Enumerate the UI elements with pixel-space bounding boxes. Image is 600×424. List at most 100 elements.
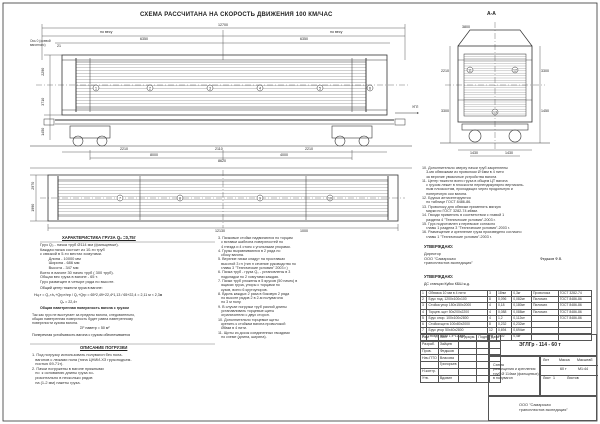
drawing-title: СХЕМА РАССЧИТАНА НА СКОРОСТЬ ДВИЖЕНИЯ 10… — [140, 12, 333, 18]
end-dim-3: 1450 — [541, 109, 549, 113]
end-dim-4: 2210 — [441, 69, 449, 73]
marker-label: 2 — [149, 86, 151, 90]
marker-label: 5 — [319, 86, 321, 90]
stamp-cell — [457, 340, 478, 349]
mid-dim-3: 2210 — [305, 147, 313, 151]
mass-value: 60 т — [560, 367, 567, 371]
marker-label: 7 — [119, 196, 121, 200]
stamp-cell — [437, 367, 459, 376]
stamp-cell: Нач.ПТО — [420, 354, 439, 363]
stamp-cell: Вдовин — [437, 374, 459, 383]
approval-2-body: ДС станции Куйск КБШ ж.д. — [424, 282, 470, 286]
approval-1-heading: УТВЕРЖДАЮ: — [424, 244, 454, 249]
mid-dim-2: 2110 — [215, 147, 223, 151]
marker-label: 10 — [328, 196, 332, 200]
end-dim-5: 3300 — [441, 109, 449, 113]
document-code: ЭГЛГр - 114 - 60 т — [519, 342, 561, 348]
stamp-cell: Зайцев — [437, 340, 459, 349]
dim-upper-right: 6350 — [300, 37, 308, 41]
stamp-cell: Федьков — [437, 347, 459, 356]
marker-circle — [466, 66, 474, 74]
wind-heading: Общая наветренная поверхность вагона с г… — [40, 306, 129, 310]
marker-circle — [511, 66, 519, 74]
overall-length-dim: 12700 — [218, 23, 228, 27]
sheet-label: Лист — [543, 376, 551, 380]
marker-circle — [116, 194, 124, 202]
cargo-heading: ХАРАКТЕРИСТИКА ГРУЗА Q₀ =0,75т — [62, 235, 136, 240]
approval-2-heading: УТВЕРЖДАЮ: — [424, 274, 454, 279]
marker-label: 11 — [468, 68, 472, 72]
instructions-col-1: 3. Пачковые стойки надвигаются по торцам… — [218, 236, 298, 339]
angle-label: УГЛ — [412, 105, 419, 109]
marker-label: 3 — [209, 86, 211, 90]
axis-note: Ось 0 (осевой вагонного) — [30, 39, 51, 47]
stamp-cell — [457, 367, 478, 376]
loading-heading: ОПИСАНИЕ ПОГРУЗКИ — [80, 345, 128, 350]
stamp-cell — [488, 374, 501, 383]
stamp-cell — [457, 347, 478, 356]
stamp-doc-code-cell: ЭГЛГр - 114 - 60 т — [488, 334, 597, 356]
stamp-description-cell: Схема размещения и крепления труб Ø 114м… — [488, 356, 540, 396]
dim-span-left: по весу — [100, 30, 113, 34]
side-dim-3: 1450 — [41, 127, 46, 136]
dim-left-offset: 21 — [57, 44, 61, 48]
marker-label: 13 — [493, 110, 497, 114]
stamp-cell: Лист — [437, 334, 459, 342]
bottom-dim: 8620 — [218, 159, 226, 163]
mass-header: Масса — [559, 358, 570, 362]
sheets-label: Листов — [567, 376, 579, 380]
end-width-1: 1430 — [470, 151, 478, 155]
stamp-cell: Изм — [420, 334, 439, 342]
side-dim-2: 3710 — [41, 97, 46, 106]
stamp-cell — [420, 361, 439, 369]
scale-header: Масштаб — [577, 358, 593, 362]
cargo-body: Груз Q₀ - пачка труб Ø114 мм (фальцевые)… — [40, 242, 119, 284]
marker-label: 6 — [369, 86, 371, 90]
marker-label: 1 — [95, 86, 97, 90]
marker-circle — [92, 84, 100, 92]
stamp-cell — [457, 354, 478, 363]
section-label: А-А — [487, 11, 496, 17]
wind-formula: ΣF наветр = 50 м² — [80, 326, 110, 330]
marker-circle — [366, 84, 374, 92]
marker-circle — [316, 84, 324, 92]
stamp-cell: Григорьев — [437, 361, 459, 369]
sheet-number: 1 — [553, 376, 555, 380]
stamp-meta-cell: Лит Масса Масштаб 60 т М1:44 Лист 1 Лист… — [540, 356, 598, 396]
stamp-cell — [457, 361, 478, 369]
wind-body: Так как груз не выступает за пределы ваг… — [32, 313, 136, 326]
plan-dim-bottom: 12130 — [215, 229, 225, 233]
end-dim-2: 3300 — [541, 69, 549, 73]
cog-formula-2: Qₐ = 22,4т — [60, 300, 77, 304]
plan-dim-2: 1990 — [31, 203, 36, 212]
dim-upper-left: 6350 — [140, 37, 148, 41]
marker-circle — [206, 84, 214, 92]
stamp-row: Утв.Вдовин — [420, 374, 501, 383]
marker-label: 12 — [513, 68, 517, 72]
plan-dim-bottom-2: 1000 — [300, 229, 308, 233]
dim-span-right: по весу — [330, 30, 343, 34]
marker-circle — [256, 194, 264, 202]
marker-label: 4 — [259, 86, 261, 90]
plan-dim-1: 2970 — [31, 181, 36, 190]
side-dim-1: 2290 — [41, 67, 46, 76]
stamp-cell: № докум. — [457, 334, 478, 342]
stamp-cell: Пров. — [420, 347, 439, 356]
stamp-cell — [457, 374, 478, 383]
approval-1-body: Директор ООО "Самарская трансплюстов экс… — [424, 251, 473, 266]
plan-view — [30, 167, 412, 231]
marker-circle — [176, 194, 184, 202]
stage-header: Лит — [543, 358, 550, 362]
side-elevation-view — [30, 24, 419, 160]
organization-name: ООО "Самарская трансплюстов экспедиция" — [519, 402, 568, 412]
instructions-col-2: 10. Дополнительно сверху пачки труб закр… — [422, 166, 525, 239]
